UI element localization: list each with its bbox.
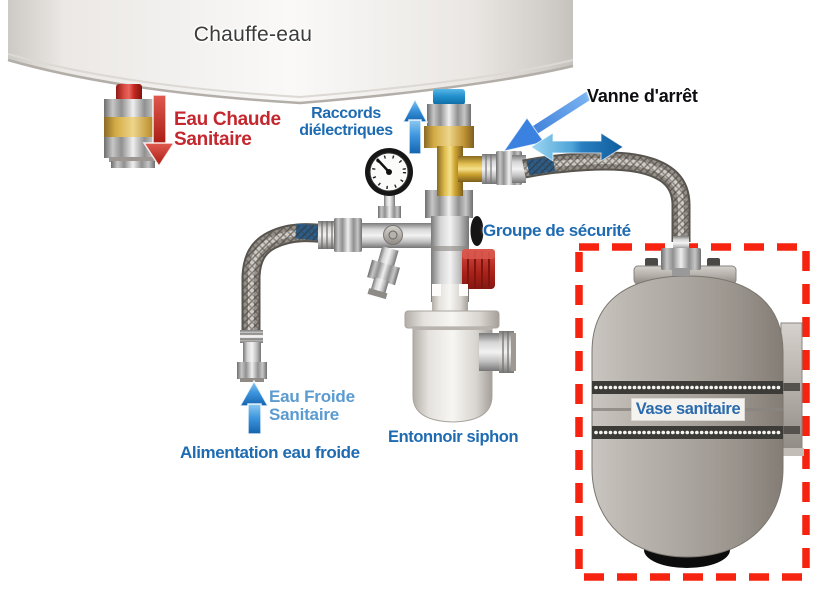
vessel-rivet-band-top	[592, 381, 783, 394]
label-entonnoir-siphon: Entonnoir siphon	[388, 428, 519, 446]
water-heater-tank	[7, 0, 574, 105]
label-vase-sanitaire: Vase sanitaire	[635, 400, 741, 418]
label-raccords-line2: diélectriques	[299, 121, 393, 139]
label-groupe-securite: Groupe de sécurité	[483, 221, 631, 240]
security-group-red-knob	[462, 249, 495, 289]
label-eau-chaude: Eau Chaude Sanitaire	[174, 109, 281, 151]
hot-water-flow-arrow	[142, 94, 176, 168]
vessel-rivet-band-bottom	[592, 426, 783, 439]
drain-cap-disc	[470, 216, 484, 246]
hot-pipe-stub	[116, 84, 142, 102]
label-vanne-arret: Vanne d'arrêt	[587, 86, 698, 106]
hot-water-fitting	[104, 84, 162, 168]
label-eau-chaude-line1: Eau Chaude	[174, 109, 281, 130]
label-eau-froide: Eau Froide Sanitaire	[269, 387, 355, 425]
label-eau-chaude-line2: Sanitaire	[174, 129, 252, 151]
cold-supply-hose-end-fitting	[237, 330, 267, 382]
dielectric-blue-cap	[433, 89, 465, 105]
label-eau-froide-line1: Eau Froide	[269, 387, 355, 406]
cross-lower-branch	[367, 246, 400, 300]
label-eau-froide-line2: Sanitaire	[269, 405, 340, 425]
cold-supply-hose	[241, 223, 342, 332]
funnel-side-outlet	[479, 331, 516, 373]
hose-union-nut	[334, 218, 362, 252]
label-alimentation-eau-froide: Alimentation eau froide	[180, 443, 360, 462]
title-chauffe-eau: Chauffe-eau	[193, 23, 313, 46]
label-raccords-line1: Raccords	[311, 105, 381, 122]
hose-direction-arrow	[530, 132, 624, 162]
siphon-funnel	[404, 284, 516, 423]
vessel-hose-end-fitting	[661, 236, 701, 276]
label-vase-sanitaire-box: Vase sanitaire	[631, 398, 745, 421]
cold-inlet-dielectric-fitting	[424, 89, 474, 196]
cold-supply-arrow	[238, 379, 270, 435]
cold-water-inlet-arrow	[401, 97, 429, 155]
label-raccords-dielectriques: Raccords diélectriques	[286, 105, 406, 140]
vessel-connection-hose	[512, 151, 691, 242]
pressure-gauge	[365, 148, 413, 218]
expansion-tank-highlight-box	[575, 243, 810, 581]
shutoff-pointer-arrow	[502, 91, 593, 152]
